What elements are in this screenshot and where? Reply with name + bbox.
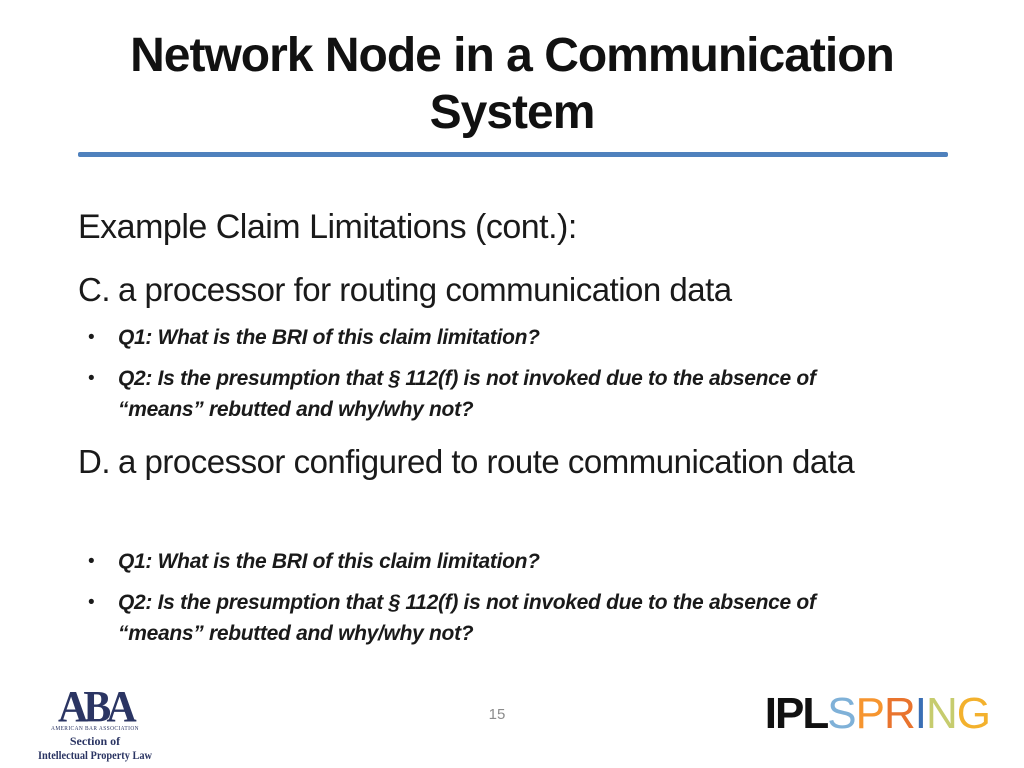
- bullet-text: Q1: What is the BRI of this claim limita…: [118, 550, 540, 573]
- bullet-text: Q2: Is the presumption that § 112(f) is …: [118, 590, 816, 646]
- slide-title: Network Node in a Communication System: [0, 28, 1024, 141]
- bullet-icon: •: [88, 591, 95, 613]
- ipl-spring-logo: IPLSPRING: [764, 689, 991, 738]
- page-number: 15: [488, 706, 506, 723]
- aba-logo: ABA AMERICAN BAR ASSOCIATION Section of …: [34, 682, 156, 768]
- list-item: • Q1: What is the BRI of this claim limi…: [88, 322, 908, 354]
- ipl-letter: P: [855, 689, 885, 738]
- ipl-letter: P: [775, 689, 804, 738]
- list-item: • Q2: Is the presumption that § 112(f) i…: [88, 363, 908, 426]
- aba-monogram: ABA: [58, 684, 137, 731]
- ipl-letter: G: [956, 689, 991, 738]
- bullet-icon: •: [88, 327, 95, 348]
- claim-text: a processor configured to route communic…: [118, 443, 855, 480]
- ipl-letter: N: [925, 689, 958, 738]
- ipl-letter: I: [764, 689, 777, 738]
- list-item: • Q2: Is the presumption that § 112(f) i…: [88, 587, 908, 650]
- bullet-icon: •: [88, 367, 95, 389]
- slide-title-line1: Network Node in a Communication: [130, 29, 895, 82]
- ipl-letter: I: [914, 689, 927, 738]
- body-heading: Example Claim Limitations (cont.):: [78, 208, 577, 246]
- bullet-text: Q2: Is the presumption that § 112(f) is …: [118, 366, 816, 422]
- bullet-list-c: • Q1: What is the BRI of this claim limi…: [88, 322, 908, 435]
- aba-section-line2: Intellectual Property Law: [38, 748, 152, 762]
- claim-label: C.: [78, 271, 111, 308]
- list-item: • Q1: What is the BRI of this claim limi…: [88, 546, 908, 578]
- ipl-letter: S: [827, 689, 856, 738]
- ipl-letter: R: [883, 689, 916, 738]
- aba-org-name: AMERICAN BAR ASSOCIATION: [51, 725, 139, 732]
- bullet-list-d: • Q1: What is the BRI of this claim limi…: [88, 546, 908, 659]
- ipl-letter: L: [802, 689, 829, 738]
- aba-section-line1: Section of: [70, 734, 121, 748]
- claim-text: a processor for routing communication da…: [118, 271, 732, 308]
- bullet-icon: •: [88, 551, 95, 572]
- aba-logo-graphic: ABA AMERICAN BAR ASSOCIATION Section of …: [38, 682, 152, 762]
- claim-label: D.: [78, 443, 111, 480]
- claim-section-d: D. a processor configured to route commu…: [78, 438, 908, 486]
- slide-title-line2: System: [429, 85, 596, 139]
- title-divider: [78, 152, 948, 157]
- claim-section-c: C. a processor for routing communication…: [78, 266, 908, 314]
- bullet-text: Q1: What is the BRI of this claim limita…: [118, 326, 540, 349]
